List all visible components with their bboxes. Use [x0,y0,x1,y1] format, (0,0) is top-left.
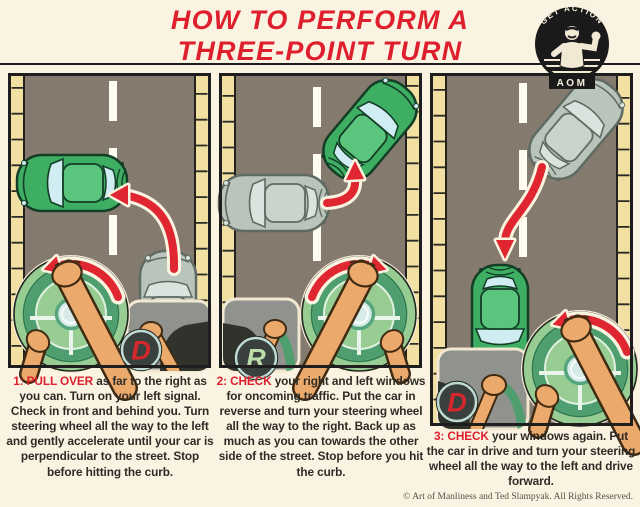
page-title: HOW TO PERFORM A THREE-POINT TURN [0,5,640,68]
step-2-lead: 2: CHECK [216,374,272,388]
step-3-body: your windows again. Put the car in drive… [426,429,636,489]
turn-arrow [493,160,549,262]
gear-indicator-d: D [447,388,467,418]
panel-3-scene: D [430,68,633,438]
panel-frame [8,73,211,368]
logo-banner [549,75,595,89]
panel-1-scene: D [8,73,213,388]
step-1-body: as far to the right as you can. Turn on … [6,374,214,479]
page-title-line1: HOW TO PERFORM A [170,5,470,35]
step-3-lead: 3: CHECK [433,429,489,443]
step-2-body: your right and left windows for oncoming… [218,374,426,479]
turn-arrow [320,158,367,210]
panel-frame [219,73,422,368]
step-2-instructions: 2: CHECK your right and left windows for… [215,374,427,480]
gear-badge: D [119,328,163,372]
step-3-instructions: 3: CHECK your windows again. Put the car… [424,429,638,489]
steering-wheel-inset [300,255,418,388]
car-green [17,155,127,211]
gear-indicator-d: D [131,336,151,366]
gear-indicator-r: R [246,344,266,374]
step-1-lead: 1: PULL OVER [13,374,94,388]
turn-arrow [107,182,182,276]
step-1-instructions: 1: PULL OVER as far to the right as you … [4,374,216,480]
panel-frame [430,73,633,426]
boxer-figure-icon [544,26,601,73]
curb-right [195,76,208,365]
steering-wheel-inset [12,255,130,388]
logo-banner-text: AOM [557,78,588,89]
aom-logo: GET ACTION AOM [535,4,609,89]
car-previous-position [219,175,329,231]
curb-left [433,76,446,423]
gear-badge: D [435,380,479,424]
copyright-notice: © Art of Manliness and Ted Slampyak. All… [403,492,633,502]
header-rule [0,63,640,65]
page-title-line2: THREE-POINT TURN [177,36,463,67]
panel-2-scene: R [219,69,422,388]
